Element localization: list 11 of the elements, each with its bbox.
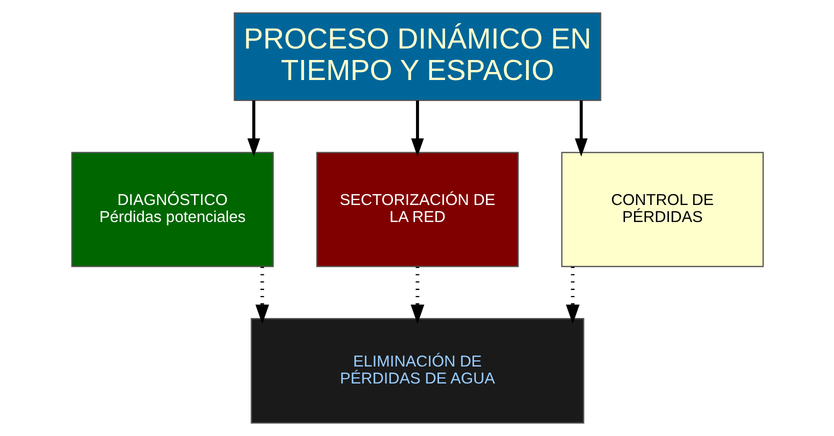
arrow bbox=[246, 100, 260, 157]
node-box: PROCESO DINÁMICO EN TIEMPO Y ESPACIO bbox=[233, 12, 601, 101]
node-box: ELIMINACIÓN DE PÉRDIDAS DE AGUA bbox=[250, 318, 584, 424]
arrow bbox=[254, 266, 269, 324]
node-box: DIAGNÓSTICO Pérdidas potenciales bbox=[70, 152, 274, 268]
node-box: CONTROL DE PÉRDIDAS bbox=[560, 152, 764, 268]
arrow bbox=[410, 100, 424, 157]
arrow bbox=[410, 266, 424, 324]
arrow bbox=[574, 100, 588, 157]
node-box: SECTORIZACIÓN DE LA RED bbox=[316, 152, 518, 268]
arrow bbox=[565, 266, 580, 324]
